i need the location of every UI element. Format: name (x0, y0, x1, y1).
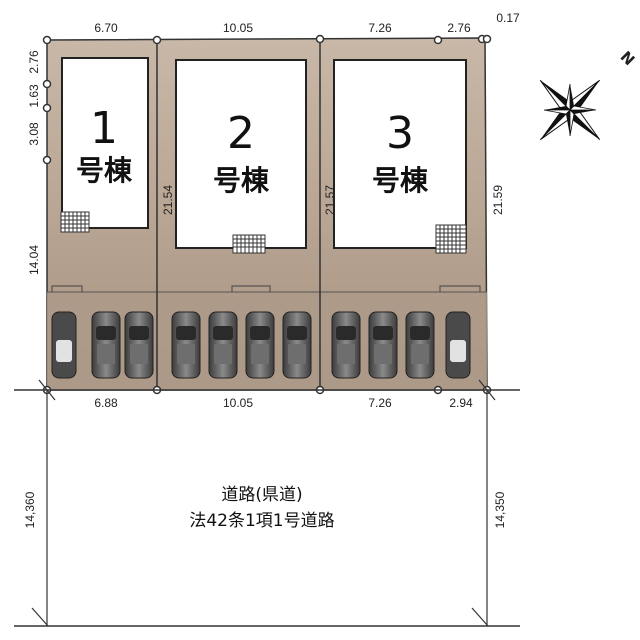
dim-top-lot1: 6.70 (94, 21, 118, 35)
dim-bottom-lot3: 7.26 (368, 396, 392, 410)
parked-car (282, 311, 312, 379)
walkway-markers (51, 285, 481, 292)
parked-car-light (51, 311, 77, 379)
parked-car (331, 311, 361, 379)
road-legal-class: 法42条1項1号道路 (189, 511, 334, 531)
building-1-number: 1 (90, 103, 118, 154)
parked-car (124, 311, 154, 379)
dim-right-lot3: 21.59 (491, 185, 505, 215)
compass-rose-icon (539, 79, 601, 141)
entrance-grid-icon (232, 234, 266, 254)
entrance-grid-icon (435, 224, 467, 254)
road-dimension-ticks (31, 379, 496, 627)
parked-car (245, 311, 275, 379)
dim-bottom-corner: 2.94 (449, 396, 473, 410)
dim-left-3: 3.08 (27, 122, 41, 146)
building-2-footprint (175, 59, 307, 249)
entrance-grid-icon (60, 211, 90, 233)
dim-top-corner: 0.17 (496, 11, 520, 25)
dim-bottom-lot2: 10.05 (223, 396, 253, 410)
dim-bottom-lot1: 6.88 (94, 396, 118, 410)
building-2-label: 号棟 (213, 164, 270, 197)
dim-top-lot3: 7.26 (368, 21, 392, 35)
building-1-footprint (61, 57, 149, 229)
compass-north-label: N (617, 48, 639, 70)
dim-left-2: 1.63 (27, 84, 41, 108)
road-name: 道路(県道) (221, 485, 302, 505)
dim-top-lot2: 10.05 (223, 21, 253, 35)
parking-cars (51, 311, 471, 379)
building-3-label: 号棟 (372, 164, 429, 197)
building-3-number: 3 (386, 108, 414, 159)
dim-inner-lot2: 21.57 (323, 185, 337, 215)
dim-left-4: 14.04 (27, 245, 41, 275)
dim-left-1: 2.76 (27, 50, 41, 74)
building-1-label: 号棟 (76, 154, 133, 187)
dim-inner-lot1: 21.54 (161, 185, 175, 215)
road-width-right: 14,350 (493, 491, 507, 528)
building-2-number: 2 (227, 108, 255, 159)
parked-car (368, 311, 398, 379)
parked-car (91, 311, 121, 379)
parked-car (171, 311, 201, 379)
dim-top-lot3-corner: 2.76 (447, 21, 471, 35)
road-width-left: 14,360 (23, 491, 37, 528)
parked-car-light (445, 311, 471, 379)
parked-car (405, 311, 435, 379)
building-3-footprint (333, 59, 467, 249)
parked-car (208, 311, 238, 379)
